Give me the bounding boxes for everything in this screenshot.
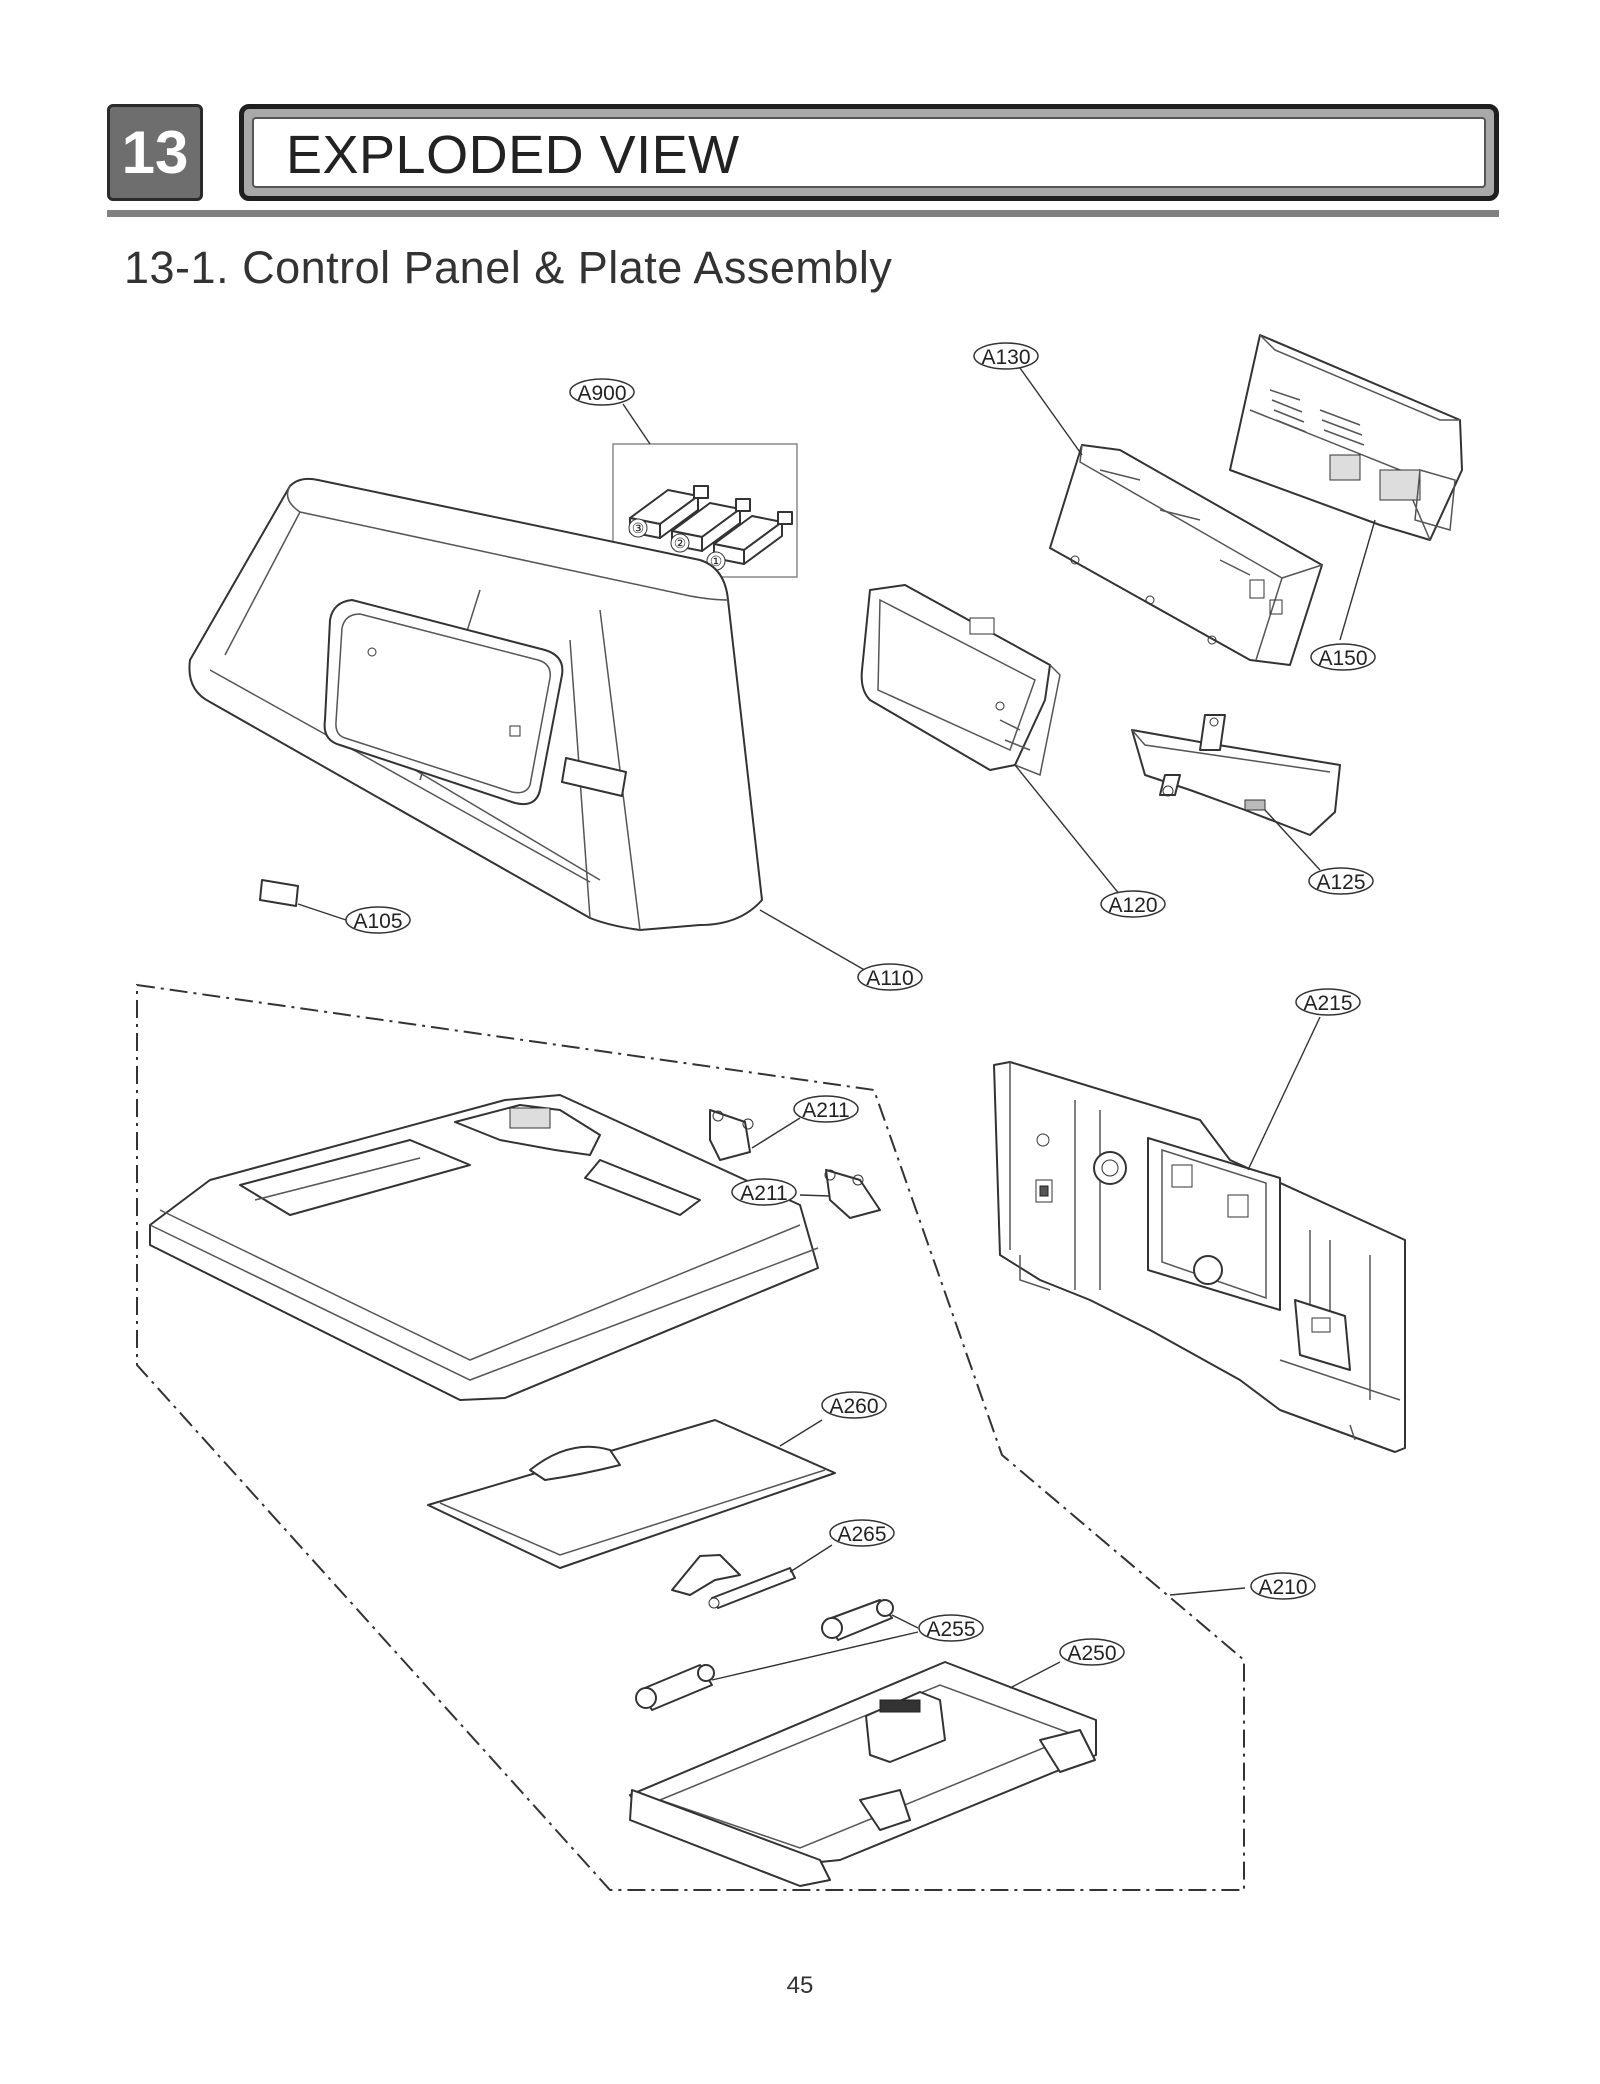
part-a110-control-panel xyxy=(188,477,763,931)
callout-a130: A130 xyxy=(973,342,1039,370)
callout-label-a250: A250 xyxy=(1067,1642,1116,1665)
chapter-number: 13 xyxy=(121,119,189,186)
knob-number-2: ② xyxy=(674,535,687,551)
part-a210-boundary xyxy=(136,983,1245,1891)
callout-a211-bottom: A211 xyxy=(731,1178,797,1206)
callout-a900: A900 xyxy=(569,378,635,406)
callout-a150: A150 xyxy=(1310,643,1376,671)
callout-a120: A120 xyxy=(1100,890,1166,918)
part-a260-lid xyxy=(427,1419,836,1569)
callout-label-a900: A900 xyxy=(577,382,626,405)
callout-label-a130: A130 xyxy=(981,346,1030,369)
part-a255-cylinders xyxy=(635,1599,919,1711)
part-a130-pcb xyxy=(1049,444,1323,666)
chapter-title-inner: EXPLODED VIEW xyxy=(252,117,1486,188)
part-top-plate xyxy=(149,1094,819,1401)
callout-label-a120: A120 xyxy=(1108,894,1157,917)
callout-label-a211-bottom: A211 xyxy=(740,1182,788,1205)
callout-a265: A265 xyxy=(829,1519,895,1547)
callout-label-a211-top: A211 xyxy=(802,1099,850,1122)
callout-label-a150: A150 xyxy=(1318,647,1367,670)
knob-number-3: ③ xyxy=(632,520,645,536)
chapter-number-box: 13 xyxy=(107,104,203,201)
callout-label-a105: A105 xyxy=(353,910,402,933)
callout-a125: A125 xyxy=(1308,867,1374,895)
callout-a250: A250 xyxy=(1059,1638,1125,1666)
part-a215-back-plate xyxy=(993,1061,1406,1453)
part-a105-button xyxy=(259,879,347,921)
header-rule xyxy=(107,210,1499,217)
part-a125-bracket xyxy=(1131,714,1341,836)
callout-label-a215: A215 xyxy=(1303,992,1352,1015)
section-title: 13-1. Control Panel & Plate Assembly xyxy=(124,242,893,293)
knob-number-1: ① xyxy=(710,553,723,569)
callout-a215: A215 xyxy=(1295,988,1361,1016)
callout-a260: A260 xyxy=(821,1391,887,1419)
callout-label-a210: A210 xyxy=(1258,1576,1307,1599)
callout-a110: A110 xyxy=(857,963,923,991)
chapter-title: EXPLODED VIEW xyxy=(286,125,740,185)
callout-a210: A210 xyxy=(1250,1572,1316,1600)
part-a211-hinges xyxy=(709,1109,881,1219)
part-a150-cover xyxy=(1229,334,1463,541)
callout-a255: A255 xyxy=(918,1614,984,1642)
callout-label-a110: A110 xyxy=(866,967,914,990)
callout-label-a255: A255 xyxy=(926,1618,975,1641)
callout-label-a265: A265 xyxy=(837,1523,886,1546)
chapter-title-box: EXPLODED VIEW xyxy=(239,104,1499,201)
callout-label-a125: A125 xyxy=(1316,871,1365,894)
part-a265-latch xyxy=(671,1544,833,1609)
callout-a211-top: A211 xyxy=(793,1095,859,1123)
callout-a105: A105 xyxy=(345,906,411,934)
part-a250-frame xyxy=(629,1661,1097,1887)
part-a120-display xyxy=(860,584,1061,777)
callout-label-a260: A260 xyxy=(829,1395,878,1418)
leader-lines xyxy=(622,367,1376,1596)
page-number: 45 xyxy=(786,1972,814,1999)
